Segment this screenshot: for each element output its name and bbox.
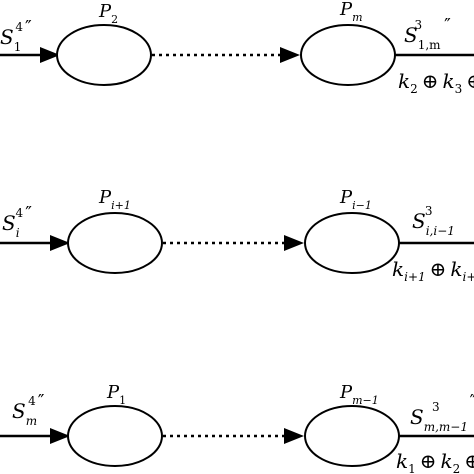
row-3-input-label: Sm4″ xyxy=(12,391,45,428)
row-3-right-node-label: Pm−1 xyxy=(339,382,379,407)
row-3-output-label: Sm,m−13″ xyxy=(410,391,474,434)
row-1-right-node xyxy=(300,24,396,86)
row-2: Si4″ Pi+1 Pi−1 Si,i−13 ki+1⊕ki+2 xyxy=(0,187,474,284)
row-1-input-label: S14″ xyxy=(0,17,32,54)
row-3: Sm4″ P1 Pm−1 Sm,m−13″ k1⊕k2⊕ xyxy=(0,382,474,474)
row-3-key-expression: k1⊕k2⊕ xyxy=(396,449,474,474)
row-1: S14″ P2 Pm S1,m3″ k2⊕k3⊕ xyxy=(0,0,474,96)
row-2-left-node xyxy=(67,212,163,274)
row-1-right-node-label: Pm xyxy=(339,0,363,24)
row-2-right-node-label: Pi−1 xyxy=(339,187,372,212)
row-3-left-node xyxy=(67,405,163,467)
row-2-right-node xyxy=(304,212,400,274)
row-1-output-label: S1,m3″ xyxy=(404,15,451,52)
row-2-left-node-label: Pi+1 xyxy=(98,187,131,212)
row-2-input-label: Si4″ xyxy=(2,203,32,240)
row-3-left-node-label: P1 xyxy=(106,382,126,407)
row-1-left-node-label: P2 xyxy=(98,1,118,26)
row-2-key-expression: ki+1⊕ki+2 xyxy=(392,257,474,284)
row-3-right-node xyxy=(304,405,400,467)
row-1-left-node xyxy=(56,24,152,86)
row-1-key-expression: k2⊕k3⊕ xyxy=(398,69,474,96)
row-2-output-label: Si,i−13 xyxy=(412,204,455,238)
